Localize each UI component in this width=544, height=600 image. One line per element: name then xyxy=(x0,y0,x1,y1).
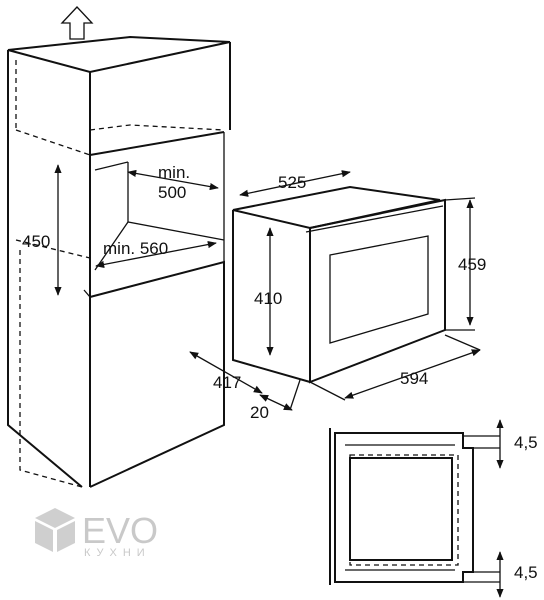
oven-width-label: 594 xyxy=(400,369,428,388)
cube-icon xyxy=(35,508,75,552)
up-arrow-icon xyxy=(60,6,94,40)
section-view xyxy=(329,428,500,585)
oven-depth-label: 525 xyxy=(278,173,306,192)
oven-height-label: 410 xyxy=(254,289,282,308)
oven-unit xyxy=(232,185,446,384)
min-depth-value: 500 xyxy=(158,183,186,202)
bottom-gap-label: 4,5 xyxy=(514,563,538,582)
niche-height-label: 450 xyxy=(22,232,50,251)
cabinet-depth-label: 417 xyxy=(213,373,241,392)
min-width-label: min. 560 xyxy=(103,239,168,258)
tall-cabinet xyxy=(7,35,231,488)
logo-brand: EVO xyxy=(82,510,158,551)
oven-depth-arrow xyxy=(239,170,351,197)
cabinet-depth-arrow xyxy=(189,351,263,394)
oven-width-arrow xyxy=(344,349,481,399)
logo-subtitle: КУХНИ xyxy=(84,547,151,559)
evo-logo: EVO КУХНИ xyxy=(35,508,158,559)
top-gap-label: 4,5 xyxy=(514,433,538,452)
front-offset-arrow xyxy=(259,394,293,411)
door-height-label: 459 xyxy=(458,255,486,274)
front-offset-label: 20 xyxy=(250,403,269,422)
min-depth-label: min. xyxy=(158,163,190,182)
min-depth-arrow xyxy=(127,169,219,191)
min-width-arrow xyxy=(95,240,217,269)
